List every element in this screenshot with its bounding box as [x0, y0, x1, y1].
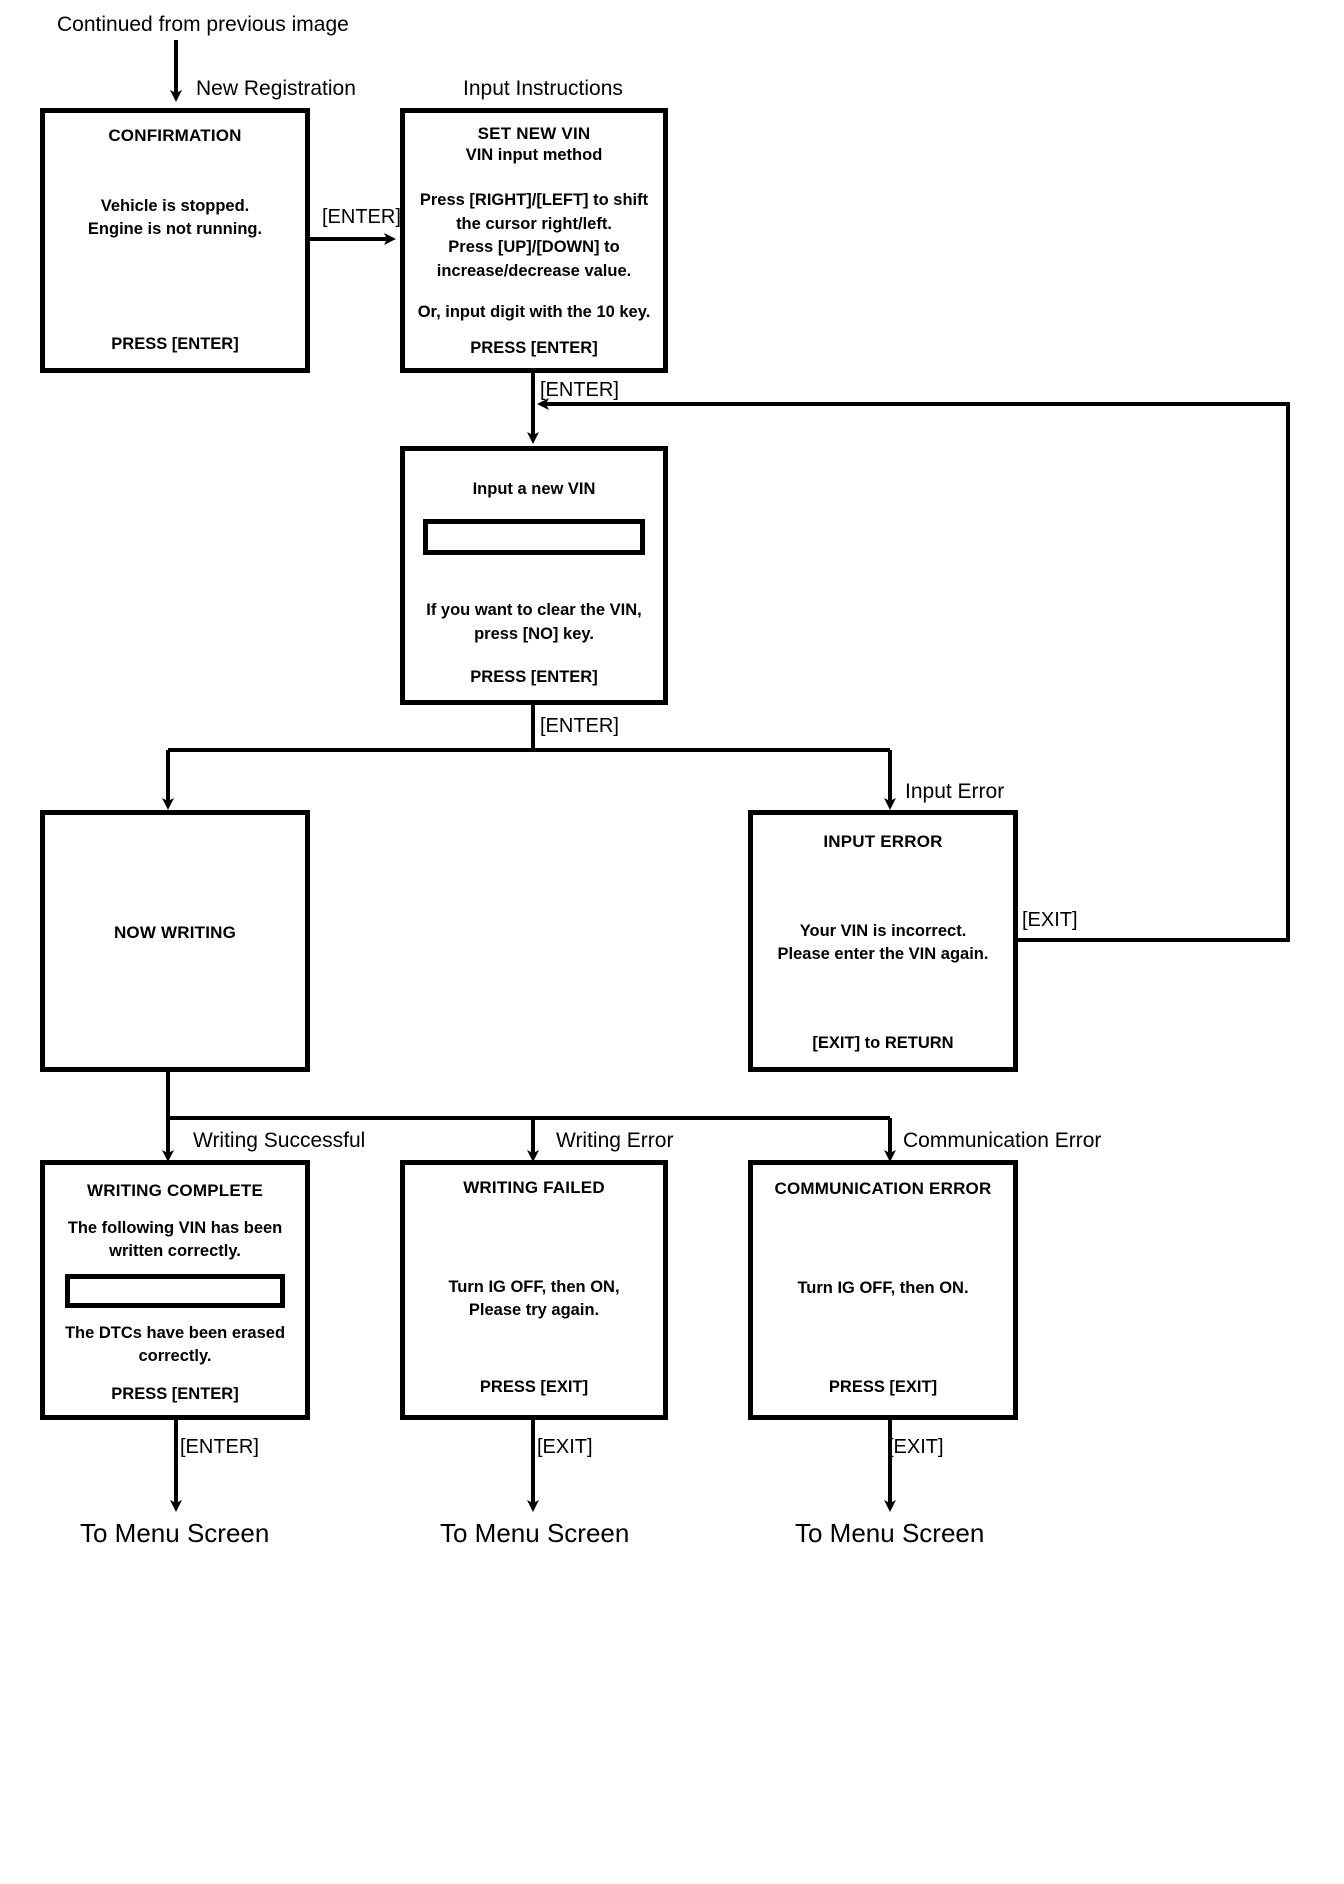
- set-new-vin-subtitle: VIN input method: [465, 146, 603, 164]
- confirmation-line-2: Engine is not running.: [87, 220, 263, 239]
- terminal-to-menu-screen-2: To Menu Screen: [440, 1518, 630, 1548]
- screen-confirmation: CONFIRMATION Vehicle is stopped. Engine …: [40, 108, 310, 373]
- screen-writing-complete: WRITING COMPLETE The following VIN has b…: [40, 1160, 310, 1420]
- edge-label-exit-failed: [EXIT]: [537, 1436, 593, 1458]
- edge-label-enter-3: [ENTER]: [540, 715, 619, 737]
- label-input-error: Input Error: [905, 780, 1005, 803]
- screen-writing-failed: WRITING FAILED Turn IG OFF, then ON, Ple…: [400, 1160, 668, 1420]
- input-error-line-2: Please enter the VIN again.: [777, 945, 989, 964]
- vin-input-field[interactable]: [423, 519, 645, 556]
- edge-label-exit-loop: [EXIT]: [1022, 909, 1078, 931]
- edge-label-enter-complete: [ENTER]: [180, 1436, 259, 1458]
- screen-set-new-vin: SET NEW VIN VIN input method Press [RIGH…: [400, 108, 668, 373]
- communication-error-title: COMMUNICATION ERROR: [774, 1179, 992, 1198]
- now-writing-title: NOW WRITING: [113, 923, 237, 942]
- writing-complete-line-4: correctly.: [138, 1347, 212, 1366]
- label-new-registration: New Registration: [196, 77, 356, 100]
- set-new-vin-title: SET NEW VIN: [477, 124, 591, 143]
- set-new-vin-line-2: the cursor right/left.: [456, 214, 612, 233]
- edge-label-exit-comm: [EXIT]: [888, 1436, 944, 1458]
- confirmation-footer: PRESS [ENTER]: [111, 335, 239, 353]
- written-vin-field: [65, 1273, 285, 1308]
- communication-error-footer: PRESS [EXIT]: [828, 1378, 938, 1396]
- continued-note: Continued from previous image: [57, 13, 349, 36]
- set-new-vin-line-4: increase/decrease value.: [436, 261, 632, 280]
- label-communication-error: Communication Error: [903, 1129, 1102, 1152]
- writing-complete-line-3: The DTCs have been erased: [64, 1323, 286, 1342]
- communication-error-line-1: Turn IG OFF, then ON.: [797, 1279, 969, 1297]
- screen-now-writing: NOW WRITING: [40, 810, 310, 1072]
- writing-failed-footer: PRESS [EXIT]: [479, 1378, 589, 1396]
- writing-complete-line-2: written correctly.: [109, 1242, 241, 1261]
- writing-failed-title: WRITING FAILED: [463, 1178, 605, 1197]
- input-new-vin-line-2: press [NO] key.: [474, 624, 594, 643]
- edge-label-enter-2: [ENTER]: [540, 379, 619, 401]
- set-new-vin-extra: Or, input digit with the 10 key.: [417, 303, 651, 322]
- writing-failed-line-2: Please try again.: [468, 1301, 600, 1320]
- writing-complete-line-1: The following VIN has been: [67, 1219, 283, 1237]
- screen-communication-error: COMMUNICATION ERROR Turn IG OFF, then ON…: [748, 1160, 1018, 1420]
- input-new-vin-title: Input a new VIN: [472, 480, 596, 498]
- input-error-title: INPUT ERROR: [823, 832, 943, 851]
- label-input-instructions: Input Instructions: [463, 77, 623, 100]
- input-new-vin-footer: PRESS [ENTER]: [470, 668, 598, 686]
- terminal-to-menu-screen-1: To Menu Screen: [80, 1518, 270, 1548]
- set-new-vin-line-1: Press [RIGHT]/[LEFT] to shift: [419, 191, 649, 210]
- input-error-line-1: Your VIN is incorrect.: [799, 922, 967, 940]
- confirmation-line-1: Vehicle is stopped.: [100, 197, 250, 215]
- input-new-vin-line-1: If you want to clear the VIN,: [426, 601, 642, 620]
- input-error-footer: [EXIT] to RETURN: [812, 1034, 954, 1052]
- set-new-vin-footer: PRESS [ENTER]: [470, 339, 598, 357]
- label-writing-successful: Writing Successful: [193, 1129, 366, 1152]
- set-new-vin-line-3: Press [UP]/[DOWN] to: [448, 238, 620, 257]
- screen-input-new-vin: Input a new VIN If you want to clear the…: [400, 446, 668, 705]
- writing-failed-line-1: Turn IG OFF, then ON,: [448, 1278, 620, 1296]
- writing-complete-title: WRITING COMPLETE: [86, 1181, 264, 1200]
- screen-input-error: INPUT ERROR Your VIN is incorrect. Pleas…: [748, 810, 1018, 1072]
- edge-label-enter-1: [ENTER]: [322, 206, 401, 228]
- writing-complete-footer: PRESS [ENTER]: [111, 1385, 239, 1403]
- label-writing-error: Writing Error: [556, 1129, 674, 1152]
- terminal-to-menu-screen-3: To Menu Screen: [795, 1518, 985, 1548]
- confirmation-title: CONFIRMATION: [108, 126, 242, 145]
